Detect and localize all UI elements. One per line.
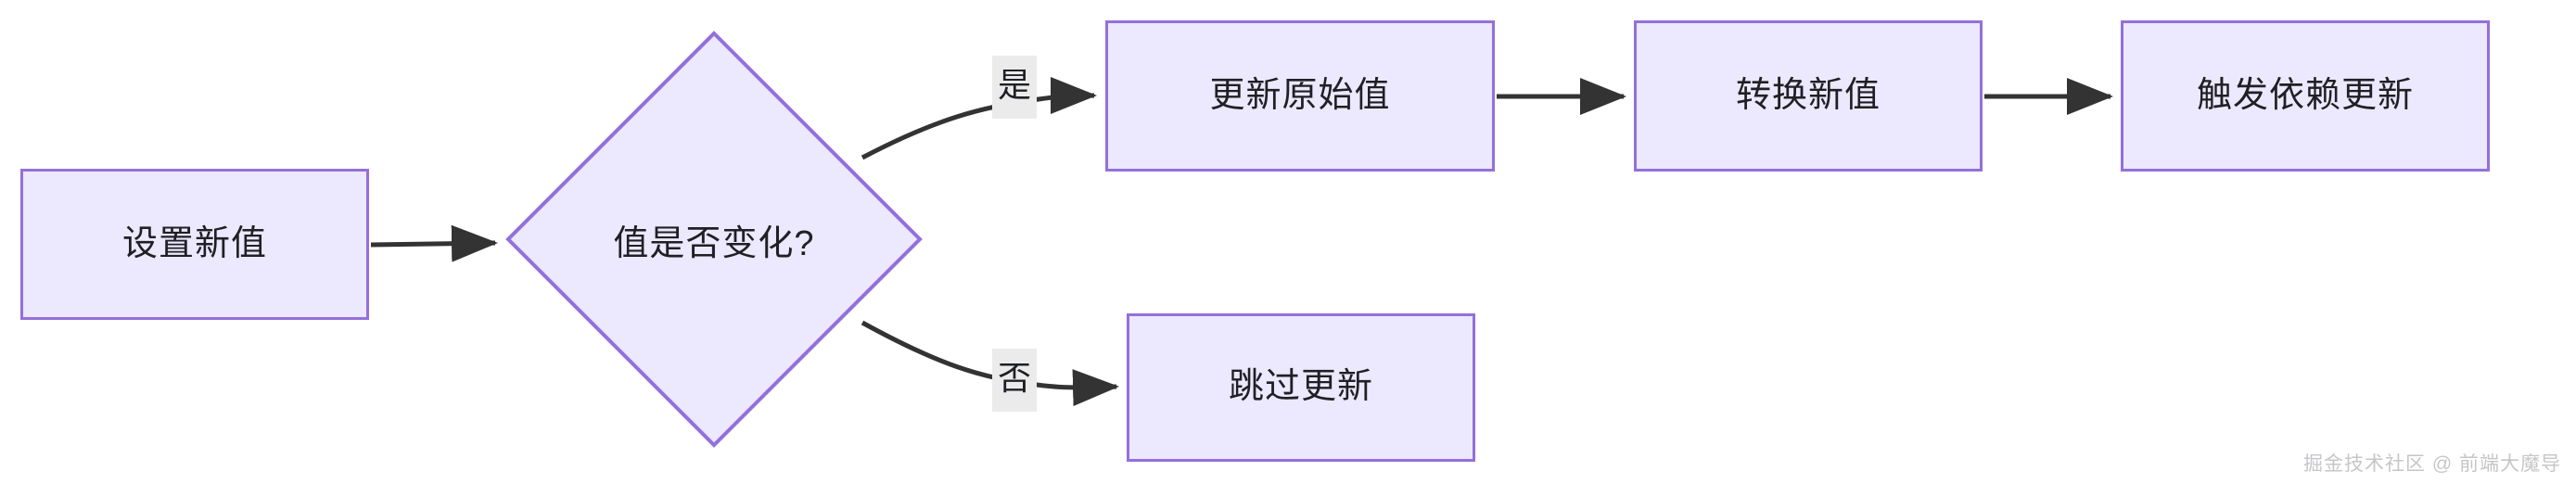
node-label-skip-update: 跳过更新: [1228, 367, 1373, 407]
edge-label-no: 否: [992, 349, 1038, 412]
node-set-new-value[interactable]: 设置新值: [20, 169, 369, 320]
node-trigger-deps[interactable]: 触发依赖更新: [2121, 20, 2490, 172]
watermark: 掘金技术社区 @ 前端大魔导: [2303, 453, 2561, 475]
node-label-value-changed: 值是否变化?: [613, 223, 815, 263]
diamond-shape: [505, 31, 923, 448]
node-convert-new-value[interactable]: 转换新值: [1634, 20, 1983, 172]
node-label-set-new-value: 设置新值: [121, 223, 267, 263]
node-label-convert-new-value: 转换新值: [1735, 75, 1881, 115]
edge-set-new-value-to-value-changed: [370, 224, 498, 262]
node-label-trigger-deps: 触发依赖更新: [2196, 75, 2414, 115]
node-update-raw-value[interactable]: 更新原始值: [1105, 20, 1495, 172]
node-skip-update[interactable]: 跳过更新: [1127, 313, 1475, 462]
node-label-update-raw-value: 更新原始值: [1209, 75, 1391, 115]
node-value-changed[interactable]: 值是否变化?: [505, 31, 923, 448]
edge-label-yes: 是: [992, 56, 1038, 119]
